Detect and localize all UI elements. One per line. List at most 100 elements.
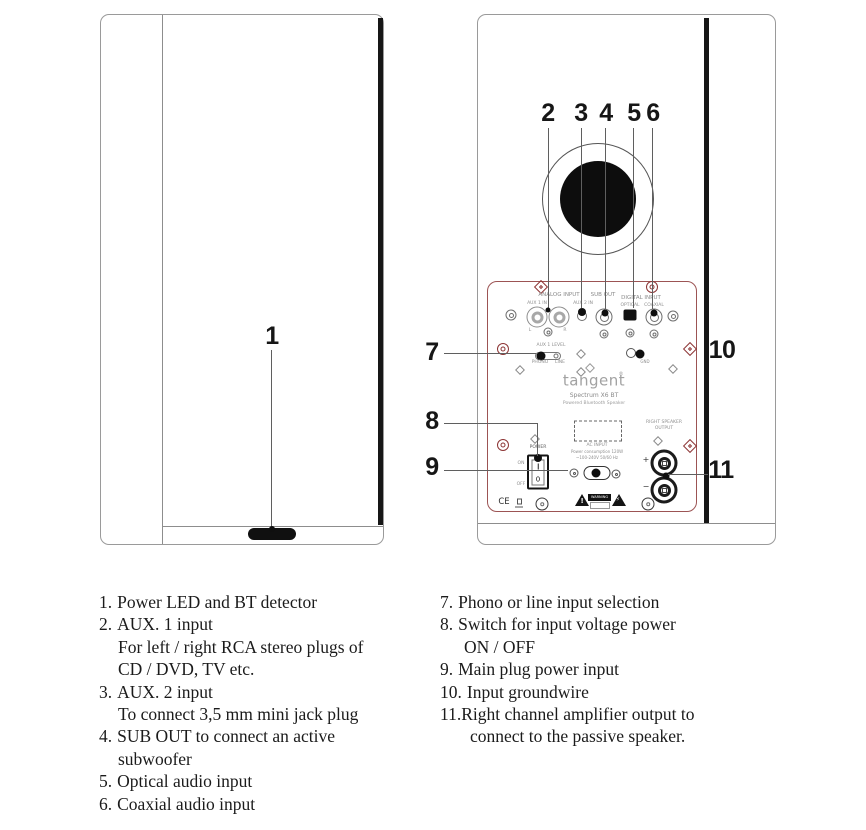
legend-item: 5.Optical audio input xyxy=(99,770,439,792)
legend-cont: subwoofer xyxy=(118,748,192,769)
legend-text: Phono or line input selection xyxy=(458,592,660,612)
ac-voltage-label: ~100-240V 50/60 Hz xyxy=(576,455,618,460)
ac-input-label: AC INPUT xyxy=(586,443,608,448)
legend-num: 4. xyxy=(99,726,113,747)
legend-text: Power LED and BT detector xyxy=(117,592,318,612)
panel-screw-icon xyxy=(497,343,509,355)
callout-8-line-v xyxy=(536,422,538,456)
panel-screw-icon xyxy=(682,341,698,357)
aux1-rca-right-jack xyxy=(548,306,570,328)
screw-icon xyxy=(599,329,609,339)
binding-post-plus xyxy=(650,449,678,477)
callout-11-line xyxy=(668,473,708,475)
aux1-rca-left-jack xyxy=(526,306,548,328)
legend-num: 10. xyxy=(440,681,462,702)
screw-icon xyxy=(649,329,659,339)
screw-icon xyxy=(641,497,655,511)
bass-port-ring xyxy=(542,143,654,255)
callout-7: 7 xyxy=(425,338,439,366)
legend-num: 8. xyxy=(440,614,454,635)
legend-item: 7.Phono or line input selection xyxy=(440,591,780,613)
callout-6-line xyxy=(652,128,654,309)
connector-panel: ANALOG INPUT SUB OUT DIGITAL INPUT AUX 1… xyxy=(487,279,698,512)
right-speaker-output-label-1: RIGHT SPEAKER xyxy=(646,420,682,425)
brand-logo: tangent xyxy=(562,371,626,390)
right-speaker-bottom-line xyxy=(478,523,775,524)
screw-icon xyxy=(543,327,553,337)
screw-icon xyxy=(530,434,540,444)
ac-spec-box xyxy=(574,420,622,442)
legend-text: Coaxial audio input xyxy=(117,793,256,814)
legend-cont: For left / right RCA stereo plugs of xyxy=(118,636,364,657)
callout-8-endpoint xyxy=(534,454,542,462)
channel-r-label: R xyxy=(563,328,567,333)
legend-num: 7. xyxy=(440,592,454,612)
ground-terminal-ring xyxy=(626,348,636,358)
legend-text: Optical audio input xyxy=(117,771,253,792)
legend-num: 2. xyxy=(99,614,113,635)
callout-2-endpoint xyxy=(545,307,551,313)
screw-icon xyxy=(611,469,621,479)
sub-out-plug xyxy=(601,309,609,317)
legend-text: Input groundwire xyxy=(466,681,589,702)
callout-3: 3 xyxy=(574,99,588,127)
callout-2: 2 xyxy=(541,99,555,127)
coaxial-label: COAXIAL xyxy=(644,303,664,308)
right-speaker-side-shadow xyxy=(704,18,709,523)
screw-icon xyxy=(667,310,679,322)
right-speaker-drawing: ANALOG INPUT SUB OUT DIGITAL INPUT AUX 1… xyxy=(477,14,776,545)
left-speaker-drawing xyxy=(100,14,384,545)
line-label: LINE xyxy=(554,360,566,365)
power-switch: 0 xyxy=(527,454,549,490)
legend-num: 11. xyxy=(440,704,462,725)
legend-item: 6.Coaxial audio input xyxy=(99,793,439,815)
screw-icon xyxy=(505,309,517,321)
legend-right-column: 7.Phono or line input selection 8.Switch… xyxy=(440,591,780,748)
rating-label-box xyxy=(589,501,610,509)
aux2-in-label: AUX 2 IN xyxy=(573,301,593,306)
legend-text: Switch for input voltage power xyxy=(458,614,676,635)
screw-icon xyxy=(515,365,525,375)
callout-2-line xyxy=(547,128,549,309)
legend-item: 3.AUX. 2 input xyxy=(99,681,439,703)
switch-off-mark: 0 xyxy=(535,475,541,483)
high-voltage-triangle-icon: ⚡ xyxy=(612,494,626,506)
legend-text: Right channel amplifier output to xyxy=(461,704,695,725)
phono-line-switch-track xyxy=(535,352,561,360)
legend-text: Main plug power input xyxy=(458,659,620,680)
ac-consumption-label: Power consumption 120W xyxy=(570,449,624,454)
callout-5-line xyxy=(632,128,634,308)
aux2-minijack-plug xyxy=(578,308,586,316)
aux1-in-label: AUX 1 IN xyxy=(527,301,547,306)
legend-item: 4.SUB OUT to connect an active xyxy=(99,725,439,747)
legend-cont: connect to the passive speaker. xyxy=(470,726,686,747)
phono-line-switch-detent xyxy=(553,353,559,359)
callout-8-line-h xyxy=(444,422,537,424)
left-speaker-side-shadow xyxy=(378,18,383,525)
callout-1: 1 xyxy=(265,322,279,350)
panel-screw-icon xyxy=(497,439,509,451)
mains-inlet-pin xyxy=(591,468,601,478)
off-label: OFF xyxy=(516,482,526,487)
digital-input-label: DIGITAL INPUT xyxy=(621,295,661,301)
power-label: POWER xyxy=(529,445,547,450)
screw-icon xyxy=(569,468,579,478)
phono-label: PHONO xyxy=(531,360,549,365)
brand-model: Spectrum X6 BT xyxy=(569,392,619,399)
callout-11: 11 xyxy=(708,456,734,484)
callout-6: 6 xyxy=(646,99,660,127)
weee-icon xyxy=(515,498,523,508)
callout-7-line xyxy=(444,352,536,354)
panel-screw-icon xyxy=(682,438,698,454)
warning-triangle-icon: ! xyxy=(575,494,589,506)
plus-label: + xyxy=(642,455,650,464)
screw-icon xyxy=(625,328,635,338)
legend-text: AUX. 2 input xyxy=(117,681,213,702)
ce-mark: CE xyxy=(498,496,510,507)
power-led-window xyxy=(248,528,296,540)
screw-icon xyxy=(668,364,678,374)
callout-3-line xyxy=(580,128,582,308)
warning-strip: WARNING xyxy=(588,494,611,501)
bass-port-hole xyxy=(560,161,636,237)
